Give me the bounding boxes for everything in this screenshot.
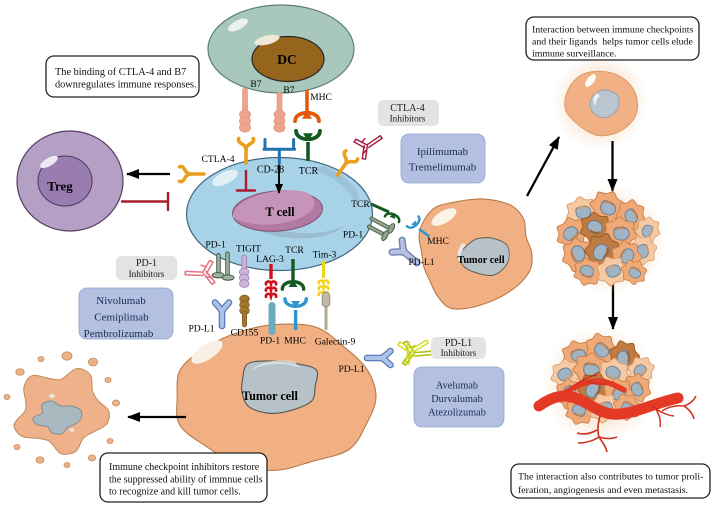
- svg-text:Immune checkpoint inhibitors r: Immune checkpoint inhibitors restore: [109, 462, 260, 473]
- svg-text:PD-1: PD-1: [343, 230, 363, 241]
- svg-text:B7: B7: [283, 85, 294, 96]
- svg-text:Avelumab: Avelumab: [436, 381, 478, 392]
- svg-text:Cemiplimab: Cemiplimab: [94, 312, 149, 324]
- svg-text:LAG-3: LAG-3: [256, 254, 284, 265]
- svg-text:to recognize and kill tumor ce: to recognize and kill tumor cells.: [109, 487, 241, 498]
- svg-text:Pembrolizumab: Pembrolizumab: [84, 328, 154, 340]
- svg-text:Tremelimumab: Tremelimumab: [409, 162, 477, 174]
- svg-text:MHC: MHC: [310, 92, 332, 103]
- svg-text:TCR: TCR: [351, 199, 370, 210]
- svg-text:the suppressed ability of immn: the suppressed ability of immnue cells: [109, 474, 263, 485]
- svg-text:immune surveillance.: immune surveillance.: [532, 49, 616, 60]
- svg-text:Treg: Treg: [47, 179, 73, 194]
- svg-text:Atezolizumab: Atezolizumab: [428, 408, 486, 419]
- svg-text:Inhibitors: Inhibitors: [441, 348, 477, 358]
- svg-text:feration, angiogenesis and eve: feration, angiogenesis and even metastas…: [518, 485, 688, 496]
- svg-text:CTLA-4: CTLA-4: [201, 154, 234, 165]
- svg-text:Tumor cell: Tumor cell: [457, 255, 504, 266]
- svg-text:MHC: MHC: [284, 336, 306, 347]
- svg-text:PD-1: PD-1: [136, 258, 157, 269]
- svg-text:CTLA-4: CTLA-4: [390, 103, 424, 114]
- svg-text:Tumor cell: Tumor cell: [242, 389, 298, 403]
- svg-text:B7: B7: [250, 79, 261, 90]
- svg-text:PD-L1: PD-L1: [338, 364, 364, 375]
- svg-text:PD-L1: PD-L1: [445, 338, 472, 349]
- svg-text:MHC: MHC: [427, 236, 449, 247]
- svg-text:TCR: TCR: [299, 166, 319, 177]
- svg-text:T cell: T cell: [265, 205, 295, 219]
- svg-text:CD155: CD155: [231, 328, 259, 339]
- svg-text:TCR: TCR: [285, 245, 304, 256]
- svg-text:Inhibitors: Inhibitors: [390, 114, 426, 124]
- svg-text:Inhibitors: Inhibitors: [129, 269, 165, 279]
- svg-text:Tim-3: Tim-3: [313, 250, 337, 261]
- svg-text:Nivolumab: Nivolumab: [96, 295, 146, 307]
- svg-text:PD-L1: PD-L1: [408, 257, 434, 268]
- svg-text:Interaction between immune che: Interaction between immune checkpoints: [532, 25, 694, 36]
- svg-text:DC: DC: [277, 52, 297, 67]
- svg-text:PD-1: PD-1: [205, 240, 225, 251]
- svg-text:downregulates immune responses: downregulates immune responses.: [55, 80, 197, 91]
- svg-text:Galectin-9: Galectin-9: [315, 337, 356, 348]
- svg-text:The interaction also contribut: The interaction also contributes to tumo…: [518, 472, 703, 483]
- svg-text:PD-1: PD-1: [260, 336, 280, 347]
- svg-text:Ipilimumab: Ipilimumab: [417, 146, 469, 158]
- svg-text:TIGIT: TIGIT: [236, 244, 261, 255]
- svg-text:and their ligands helps tumor: and their ligands helps tumor cells elud…: [532, 37, 693, 48]
- svg-text:The binding of CTLA-4 and B7: The binding of CTLA-4 and B7: [55, 67, 186, 78]
- svg-text:Durvalumab: Durvalumab: [431, 394, 482, 405]
- svg-text:PD-L1: PD-L1: [188, 324, 214, 335]
- svg-text:CD-28: CD-28: [257, 165, 284, 176]
